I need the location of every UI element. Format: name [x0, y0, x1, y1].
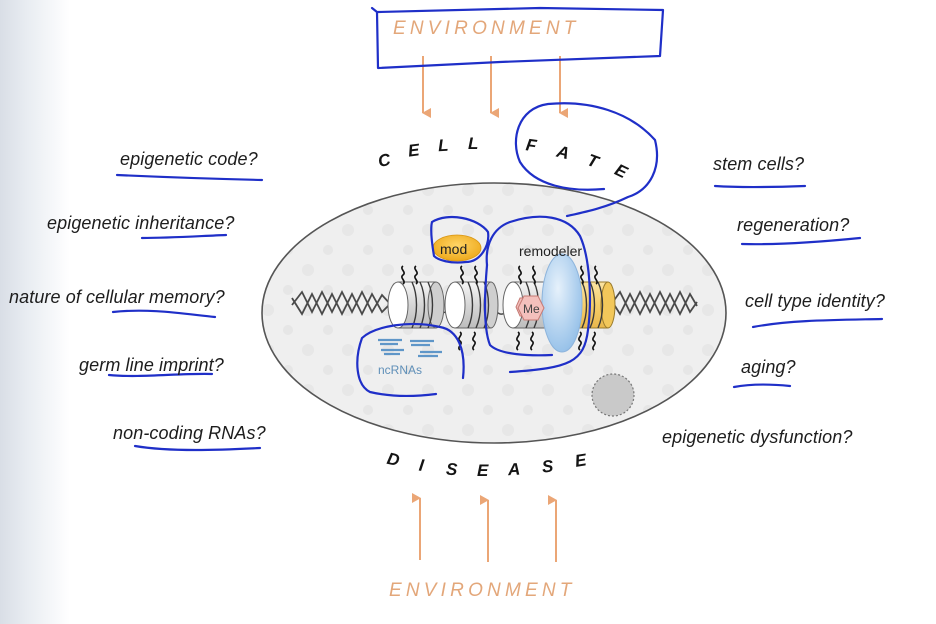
disease-letter: I [418, 456, 426, 476]
question-aging: aging? [741, 357, 796, 377]
cell-fate-label: C E L L F A T E [376, 134, 631, 183]
disease-letter: S [446, 460, 459, 480]
cell-letter: L [468, 134, 478, 153]
cell-letter: L [438, 136, 449, 156]
histone-tails [401, 265, 598, 351]
mod-loop-annotation [430, 215, 490, 264]
underline-non-coding [133, 444, 262, 452]
question-germ-line-imprint: germ line imprint? [79, 355, 224, 375]
fate-letter: F [525, 135, 539, 155]
dna-helix-right [609, 289, 698, 317]
fate-letter: T [585, 150, 603, 172]
cell-letter: E [407, 140, 421, 160]
question-cell-type-identity: cell type identity? [745, 291, 885, 311]
disease-letter: D [385, 449, 401, 470]
environment-arrows-bottom [412, 493, 557, 562]
question-epigenetic-code: epigenetic code? [120, 149, 258, 169]
disease-letter: E [477, 461, 489, 480]
disease-letter: A [506, 460, 520, 480]
page-edge-shadow [0, 0, 70, 624]
question-cellular-memory: nature of cellular memory? [9, 287, 225, 307]
disease-letter: E [574, 450, 589, 471]
question-epigenetic-inheritance: epigenetic inheritance? [47, 213, 235, 233]
methyl-label: Me [523, 302, 540, 316]
question-stem-cells: stem cells? [713, 154, 805, 174]
nucleosome-1 [387, 281, 445, 329]
underline-aging [732, 383, 792, 389]
dna-helix-left [291, 289, 393, 317]
remodeler-protein [541, 253, 583, 353]
environment-box-annotation [370, 6, 665, 70]
disease-label: D I S E A S E [385, 449, 588, 480]
underline-stem-cells [713, 184, 807, 189]
ncrnas-label: ncRNAs [378, 363, 422, 377]
remodeler-loop-annotation [485, 215, 592, 374]
fate-letter: A [554, 142, 571, 164]
underline-cellular-memory [111, 309, 217, 319]
question-epigenetic-dysfunction: epigenetic dysfunction? [662, 427, 853, 447]
underline-regeneration [740, 236, 862, 246]
organelle [591, 373, 635, 417]
cell-letter: C [376, 150, 393, 171]
environment-label-top: ENVIRONMENT [393, 18, 580, 39]
ncrna-loop-annotation [356, 322, 465, 398]
fate-loop-annotation [514, 102, 659, 218]
underline-inheritance [140, 233, 228, 240]
handwritten-annotations [107, 6, 884, 452]
disease-letter: S [541, 456, 555, 476]
underline-epigenetic-code [115, 173, 264, 182]
underline-germ-line [107, 372, 214, 378]
methyl-mark [515, 295, 545, 321]
fate-letter: E [612, 160, 631, 182]
mod-label: mod [440, 241, 467, 257]
underline-cell-type [751, 317, 884, 329]
nucleosome-2 [444, 281, 499, 329]
ncrna-strands [378, 338, 442, 358]
inner-loop-annotation [483, 263, 554, 357]
question-regeneration: regeneration? [737, 215, 850, 235]
question-non-coding-rnas: non-coding RNAs? [113, 423, 266, 443]
remodeler-label: remodeler [519, 243, 582, 259]
environment-label-bottom: ENVIRONMENT [389, 580, 576, 601]
